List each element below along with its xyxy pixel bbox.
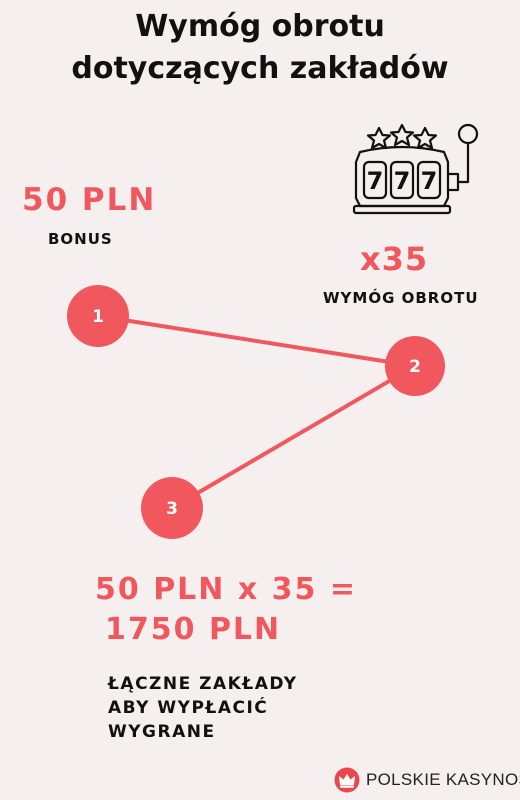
- brand-logo: POLSKIE KASYNOS: [334, 766, 520, 794]
- calculation-line-1: 50 PLN x 35 =: [95, 572, 357, 607]
- connector-2-3: [170, 364, 417, 510]
- step-node-2: 2: [385, 336, 445, 396]
- bonus-amount: 50 PLN: [22, 182, 157, 218]
- total-wagers-label-line-3: WYGRANE: [108, 722, 216, 742]
- page-title-line-2: dotyczących zakładów: [71, 51, 449, 86]
- page-title-line-1: Wymóg obrotu: [135, 9, 385, 44]
- wagering-requirement-label: WYMÓG OBROTU: [323, 289, 479, 307]
- connector-1-2: [97, 314, 416, 368]
- step-node-2-number: 2: [409, 357, 421, 377]
- brand-name: POLSKIE KASYNOS: [366, 770, 520, 789]
- crown-logo-icon: [334, 767, 360, 793]
- calculation-total: 1750 PLN: [105, 612, 282, 647]
- wagering-multiplier: x35: [360, 240, 429, 278]
- total-wagers-label-line-2: ABY WYPŁACIĆ: [108, 698, 269, 718]
- slot-reel-3: 7: [421, 167, 438, 195]
- step-node-1-number: 1: [92, 307, 104, 327]
- slot-reel-1: 7: [367, 167, 384, 195]
- step-node-3-number: 3: [166, 499, 178, 519]
- step-node-3: 3: [141, 477, 203, 539]
- step-node-1: 1: [67, 285, 129, 347]
- total-wagers-label-line-1: ŁĄCZNE ZAKŁADY: [108, 674, 298, 694]
- slot-reel-2: 7: [394, 167, 411, 195]
- page-title: Wymóg obrotu dotyczących zakładów: [0, 6, 520, 90]
- total-wagers-label: ŁĄCZNE ZAKŁADY ABY WYPŁACIĆ WYGRANE: [108, 672, 298, 744]
- bonus-label: BONUS: [48, 230, 113, 248]
- slot-machine-icon: 7 7 7: [352, 123, 479, 215]
